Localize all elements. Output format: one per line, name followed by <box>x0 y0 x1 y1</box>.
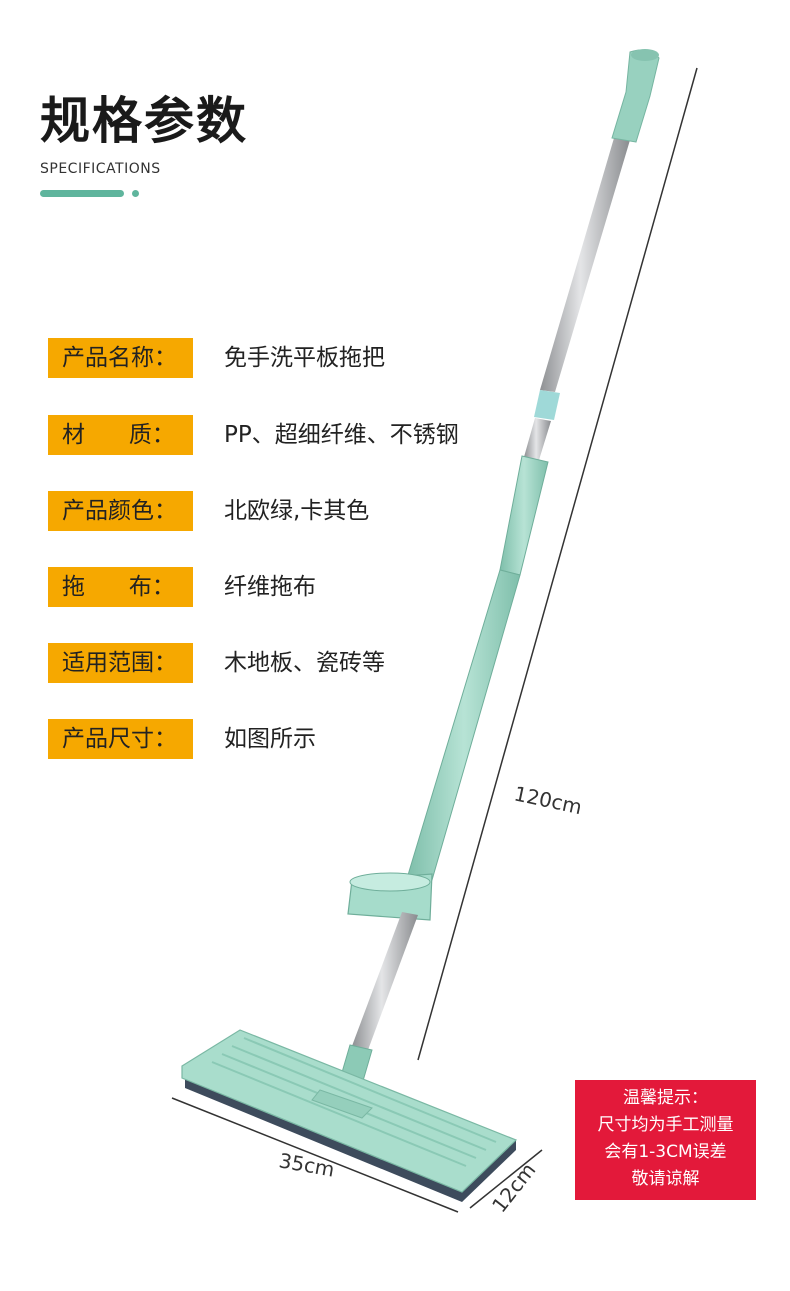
notice-line: 尺寸均为手工测量 <box>597 1115 734 1135</box>
spec-label: 材 质： <box>48 415 193 455</box>
handle-grip-icon <box>611 49 660 143</box>
squeeze-sleeve <box>499 455 549 576</box>
accent-bar <box>40 190 124 197</box>
middle-handle-pole <box>524 418 551 460</box>
spec-value: 北欧绿,卡其色 <box>224 498 370 524</box>
page-subtitle: SPECIFICATIONS <box>40 161 161 177</box>
spec-value: 木地板、瓷砖等 <box>224 650 385 676</box>
spec-value: 免手洗平板拖把 <box>224 345 385 371</box>
height-dimension-line <box>417 67 698 1061</box>
spec-label: 拖 布： <box>48 567 193 607</box>
depth-dimension-line <box>469 1149 543 1209</box>
spec-label: 产品名称： <box>48 338 193 378</box>
notice-title: 温馨提示： <box>623 1088 708 1108</box>
accent-dot <box>132 190 139 197</box>
notice-line: 会有1-3CM误差 <box>604 1142 727 1162</box>
spec-value: PP、超细纤维、不锈钢 <box>224 422 459 448</box>
spec-label: 适用范围： <box>48 643 193 683</box>
lower-handle-pole <box>352 912 418 1050</box>
upper-handle-pole <box>540 138 630 392</box>
spec-label: 产品颜色： <box>48 491 193 531</box>
width-dimension-label: 35cm <box>277 1148 336 1181</box>
notice-box: 温馨提示： 尺寸均为手工测量 会有1-3CM误差 敬请谅解 <box>575 1080 756 1200</box>
width-dimension-line <box>171 1097 459 1213</box>
spec-value: 如图所示 <box>224 726 316 752</box>
height-dimension-label: 120cm <box>512 781 584 819</box>
page-title: 规格参数 <box>40 92 248 150</box>
spec-value: 纤维拖布 <box>224 574 316 600</box>
spec-label: 产品尺寸： <box>48 719 193 759</box>
notice-line: 敬请谅解 <box>631 1169 700 1189</box>
